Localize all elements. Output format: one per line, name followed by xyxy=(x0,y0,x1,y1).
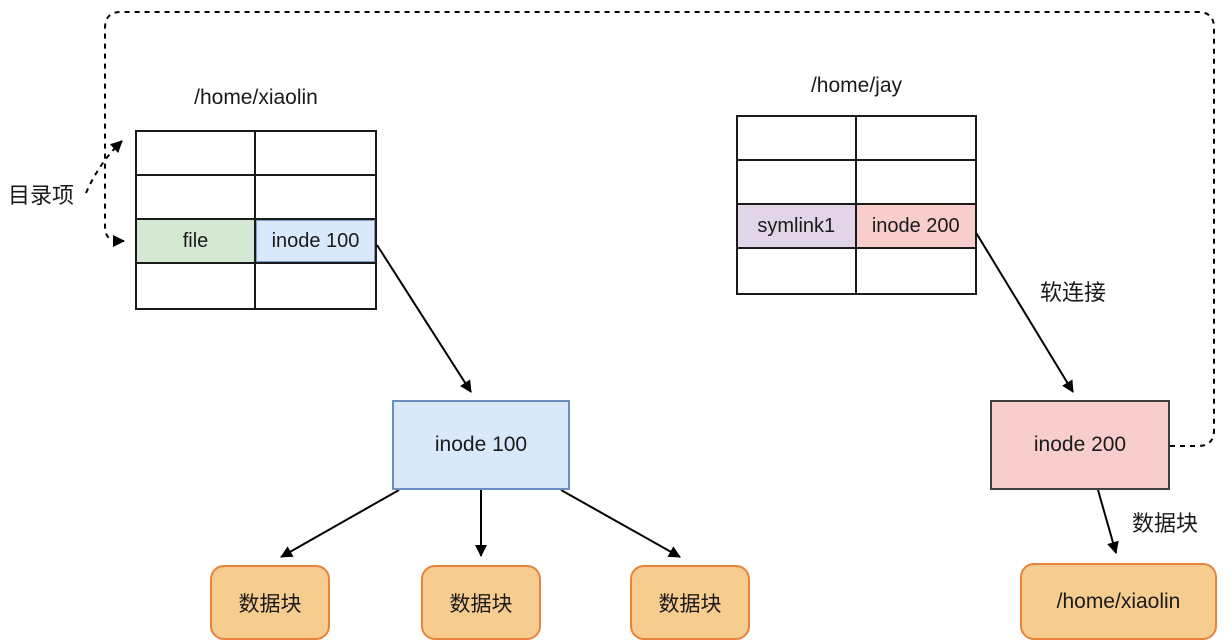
table-cell-empty xyxy=(738,117,857,161)
inode-100-box: inode 100 xyxy=(392,400,570,490)
file-inode-cell: inode 100 xyxy=(256,220,375,264)
left-table-title: /home/xiaolin xyxy=(194,86,318,109)
soft-link-label: 软连接 xyxy=(1040,280,1107,305)
table-cell-empty xyxy=(256,264,375,308)
table-cell-empty xyxy=(137,132,256,176)
data-block-1: 数据块 xyxy=(210,565,330,640)
data-block-2: 数据块 xyxy=(421,565,541,640)
dir-entry-annotation-dashed-arrow xyxy=(85,140,123,194)
table-cell-empty xyxy=(857,249,976,293)
table-cell-empty xyxy=(738,249,857,293)
directory-table-xiaolin: file inode 100 xyxy=(135,130,377,310)
table-cell-empty xyxy=(738,161,857,205)
table-cell-empty xyxy=(856,161,975,205)
edge-inode200-to-pathblock xyxy=(1097,489,1119,554)
symlink-inode-cell: inode 200 xyxy=(856,205,975,249)
edge-inode100-cell-to-box xyxy=(376,244,472,393)
symlink-name-cell: symlink1 xyxy=(738,205,857,249)
file-name-cell: file xyxy=(137,220,256,264)
table-cell-empty xyxy=(137,176,256,220)
data-block-label: 数据块 xyxy=(1132,511,1199,536)
directory-table-jay: symlink1 inode 200 xyxy=(736,115,977,295)
edge-inode100-to-datablock-1 xyxy=(280,489,400,558)
table-cell-empty xyxy=(256,176,375,220)
symlink-target-path-block: /home/xiaolin xyxy=(1020,563,1217,640)
dir-entry-label: 目录项 xyxy=(8,183,75,208)
inode-200-box: inode 200 xyxy=(990,400,1170,490)
table-cell-empty xyxy=(856,117,975,161)
table-cell-empty xyxy=(256,132,375,176)
data-block-3: 数据块 xyxy=(630,565,750,640)
right-table-title: /home/jay xyxy=(810,74,903,97)
table-cell-empty xyxy=(137,264,256,308)
edge-inode100-to-datablock-3 xyxy=(560,489,681,558)
edge-inode200-cell-to-box xyxy=(974,230,1074,393)
